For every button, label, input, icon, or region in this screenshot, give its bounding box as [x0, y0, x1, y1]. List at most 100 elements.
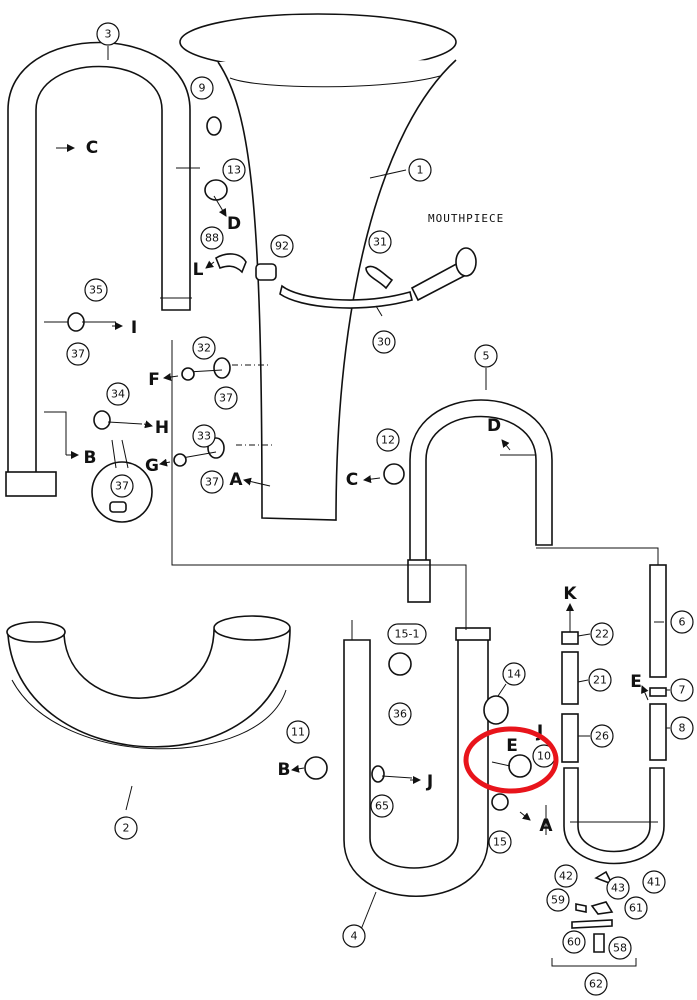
letter-a-lower: A — [539, 816, 553, 836]
svg-text:4: 4 — [351, 930, 358, 943]
callout-37-b: 37 — [214, 386, 238, 410]
callout-15-1: 15-1 — [387, 623, 427, 645]
svg-text:21: 21 — [593, 674, 607, 687]
callout-3: 3 — [96, 22, 120, 46]
svg-text:33: 33 — [197, 430, 211, 443]
svg-text:8: 8 — [679, 722, 686, 735]
callout-65: 65 — [370, 794, 394, 818]
svg-text:37: 37 — [71, 348, 85, 361]
svg-text:6: 6 — [679, 616, 686, 629]
letter-i: I — [131, 318, 137, 338]
svg-text:15-1: 15-1 — [395, 628, 420, 641]
svg-text:36: 36 — [393, 708, 407, 721]
svg-text:88: 88 — [205, 232, 219, 245]
svg-text:3: 3 — [105, 28, 112, 41]
letter-b-upper: B — [84, 448, 97, 468]
callout-2: 2 — [114, 816, 138, 840]
callout-59: 59 — [546, 888, 570, 912]
svg-text:26: 26 — [595, 730, 609, 743]
svg-text:2: 2 — [123, 822, 130, 835]
svg-text:58: 58 — [613, 942, 627, 955]
callout-34: 34 — [106, 382, 130, 406]
callout-92: 92 — [270, 234, 294, 258]
leader-lines — [107, 46, 670, 933]
letter-b-lower: B — [278, 760, 291, 780]
small-u-tube-part — [551, 767, 665, 967]
callout-37-d: 37 — [110, 474, 134, 498]
svg-text:65: 65 — [375, 800, 389, 813]
svg-text:37: 37 — [205, 476, 219, 489]
large-bow-part — [6, 615, 291, 750]
callout-37-a: 37 — [66, 342, 90, 366]
svg-text:34: 34 — [111, 388, 125, 401]
callout-41: 41 — [642, 870, 666, 894]
callout-11: 11 — [286, 720, 310, 744]
svg-text:61: 61 — [629, 902, 643, 915]
svg-text:42: 42 — [559, 870, 573, 883]
svg-text:59: 59 — [551, 894, 565, 907]
callout-36: 36 — [388, 702, 412, 726]
bell-part — [179, 13, 457, 521]
letter-c-upper: C — [86, 138, 98, 158]
svg-text:12: 12 — [381, 434, 395, 447]
callout-13: 13 — [222, 158, 246, 182]
upper-bow-part — [5, 41, 192, 497]
letter-f: F — [148, 370, 160, 390]
letter-e-right: E — [630, 672, 642, 692]
callout-37-c: 37 — [200, 470, 224, 494]
letter-j-right: J — [536, 722, 543, 742]
callout-26: 26 — [590, 724, 614, 748]
svg-text:9: 9 — [199, 82, 206, 95]
svg-text:7: 7 — [679, 684, 686, 697]
svg-text:1: 1 — [417, 164, 424, 177]
callout-10: 10 — [532, 744, 556, 768]
letter-d-upper: D — [227, 214, 241, 234]
callout-88: 88 — [200, 226, 224, 250]
callout-8: 8 — [670, 716, 694, 740]
callout-43: 43 — [606, 876, 630, 900]
callout-21: 21 — [588, 668, 612, 692]
callout-4: 4 — [342, 924, 366, 948]
callout-30: 30 — [372, 330, 396, 354]
svg-text:22: 22 — [595, 628, 609, 641]
bottom-bow-part — [343, 627, 491, 898]
svg-text:5: 5 — [483, 350, 490, 363]
callout-31: 31 — [368, 230, 392, 254]
letter-g: G — [145, 456, 159, 476]
letter-l: L — [193, 260, 204, 280]
svg-text:10: 10 — [537, 750, 551, 763]
right-bow-part — [407, 399, 553, 603]
svg-text:37: 37 — [115, 480, 129, 493]
callout-1: 1 — [408, 158, 432, 182]
callout-60: 60 — [562, 930, 586, 954]
svg-text:13: 13 — [227, 164, 241, 177]
callout-42: 42 — [554, 864, 578, 888]
callout-58: 58 — [608, 936, 632, 960]
callout-6: 6 — [670, 610, 694, 634]
highlight-circle — [463, 726, 559, 794]
mouthpiece-label: MOUTHPIECE — [428, 212, 504, 225]
letter-j-left: J — [426, 772, 433, 792]
callout-15: 15 — [488, 830, 512, 854]
fittings — [67, 116, 532, 811]
svg-text:15: 15 — [493, 836, 507, 849]
callout-14: 14 — [502, 662, 526, 686]
svg-text:41: 41 — [647, 876, 661, 889]
svg-text:92: 92 — [275, 240, 289, 253]
callout-32: 32 — [192, 336, 216, 360]
svg-text:32: 32 — [197, 342, 211, 355]
flow-arrows — [56, 144, 649, 821]
svg-text:62: 62 — [589, 978, 603, 991]
letter-h: H — [155, 418, 169, 438]
svg-text:35: 35 — [89, 284, 103, 297]
svg-text:14: 14 — [507, 668, 521, 681]
callout-33: 33 — [192, 424, 216, 448]
svg-text:31: 31 — [373, 236, 387, 249]
letter-k: K — [563, 584, 577, 604]
connection-lines — [44, 167, 659, 835]
svg-text:30: 30 — [377, 336, 391, 349]
letter-e-left: E — [506, 736, 518, 756]
callout-22: 22 — [590, 622, 614, 646]
letter-a-upper: A — [229, 470, 243, 490]
